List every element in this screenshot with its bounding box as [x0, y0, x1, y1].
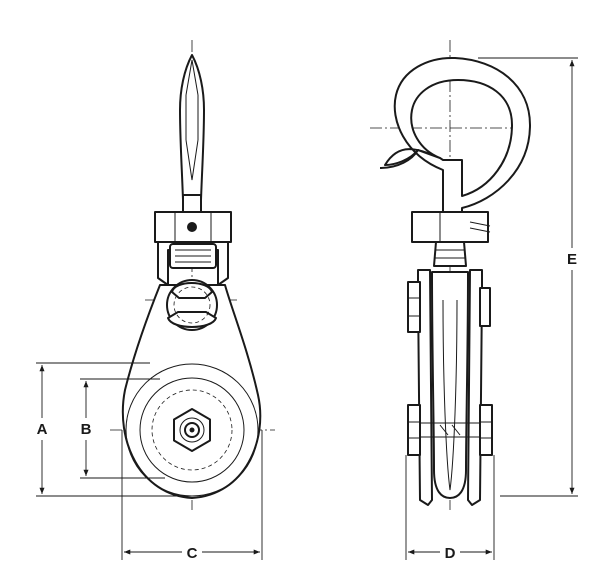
- side-axle-bolt-nut: [479, 404, 493, 456]
- dim-d-label: D: [445, 545, 456, 562]
- side-axle-shaft: [419, 422, 481, 438]
- side-axle-bolt-head: [407, 404, 421, 456]
- side-sheave: [431, 271, 469, 499]
- dim-e-label: E: [567, 251, 577, 268]
- front-swivel-pin: [187, 222, 197, 232]
- side-hook-tip: [379, 149, 419, 169]
- side-hook: [384, 56, 531, 216]
- side-swivel-block: [411, 211, 489, 243]
- dim-a-label: A: [37, 421, 48, 438]
- front-hinge-key-bottom: [167, 311, 217, 328]
- dim-b-label: B: [81, 421, 92, 438]
- side-swivel-nut: [433, 241, 467, 267]
- front-clevis: [157, 241, 229, 286]
- front-eye-neck: [182, 194, 202, 214]
- dim-c-label: C: [187, 545, 198, 562]
- front-sheave-groove: [139, 377, 245, 483]
- side-plate-right: [467, 269, 483, 506]
- front-view: [110, 40, 275, 510]
- side-view: [370, 40, 531, 510]
- front-hinge-key-top: [171, 282, 213, 299]
- dimensions: A B C D E: [36, 57, 578, 562]
- front-eye-inner: [185, 59, 199, 181]
- side-hinge-bolt-end: [479, 287, 491, 327]
- side-hinge-bolt-head: [407, 281, 421, 333]
